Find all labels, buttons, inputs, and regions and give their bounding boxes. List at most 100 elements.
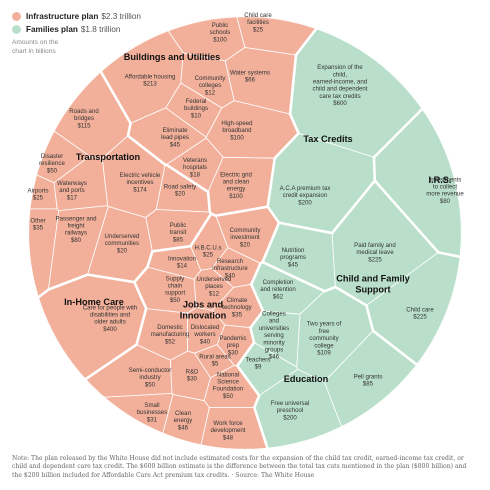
group-border-segment: [273, 132, 300, 160]
group-border-segment: [235, 364, 261, 397]
item-label-teachers: Teachers$9: [246, 357, 271, 371]
group-border-segment: [235, 341, 256, 368]
group-border-segment: [437, 251, 462, 265]
group-border-segment: [133, 265, 149, 284]
item-label-innovation: Innovation$14: [168, 256, 196, 270]
group-title-buildings-and-utilities: Buildings and Utilities: [124, 52, 220, 62]
group-border-segment: [250, 262, 262, 286]
group-title-transportation: Transportation: [76, 152, 141, 162]
group-border-segment: [133, 280, 148, 310]
group-border-segment: [249, 309, 265, 329]
group-title-education: Education: [284, 374, 329, 384]
group-border-segment: [189, 212, 213, 248]
footnote: Note: The plan released by the White Hou…: [12, 455, 467, 479]
group-title-tax-credits: Tax Credits: [303, 134, 352, 144]
item-label-h-b-c-u-s: H.B.C.U.s$25: [194, 245, 221, 259]
item-label-water-systems: Water systems$66: [230, 70, 270, 84]
group-border-segment: [373, 179, 440, 254]
legend-item-families: Families plan $1.8 trillion: [12, 23, 141, 36]
legend: Infrastructure plan $2.3 trillion Famili…: [12, 10, 141, 56]
item-label-r-d: R&D$30: [186, 369, 199, 383]
legend-item-infrastructure: Infrastructure plan $2.3 trillion: [12, 10, 141, 23]
group-border-segment: [28, 288, 50, 328]
item-label-other: Other$35: [30, 218, 45, 232]
group-border-segment: [253, 394, 261, 409]
group-border-segment: [266, 205, 281, 225]
item-label-rural-areas: Rural areas$5: [199, 354, 231, 368]
legend-swatch-families: [12, 25, 21, 34]
group-border-segment: [372, 156, 377, 182]
group-border-segment: [47, 273, 89, 291]
group-border-segment: [249, 326, 256, 344]
item-label-child-care: Child care$225: [406, 307, 434, 321]
legend-amount: $2.3 trillion: [101, 12, 141, 21]
legend-note: Amounts on the chart in billions: [12, 39, 59, 55]
group-border-segment: [330, 179, 377, 235]
item-label-road-safety: Road safety$20: [164, 184, 197, 198]
legend-amount: $1.8 trillion: [80, 25, 121, 34]
group-border-segment: [165, 163, 210, 194]
group-border-segment: [146, 249, 154, 269]
group-border-segment: [206, 190, 212, 214]
legend-swatch-infrastructure: [12, 12, 21, 21]
legend-label: Infrastructure plan: [26, 12, 99, 21]
group-border-segment: [277, 221, 334, 235]
group-border-segment: [261, 260, 326, 293]
group-border-segment: [323, 285, 337, 293]
item-label-pell-grants: Pell grants$85: [354, 374, 383, 388]
group-border-segment: [214, 205, 270, 217]
group-border-segment: [250, 283, 265, 313]
group-border-segment: [151, 244, 192, 253]
group-title-in-home-care: In-Home Care: [64, 297, 124, 307]
group-border-segment: [288, 53, 298, 116]
item-label-airports: Airports$25: [28, 188, 49, 202]
chart-outline: [27, 15, 463, 451]
group-border-segment: [261, 221, 281, 264]
group-border-segment: [28, 398, 56, 426]
group-border-segment: [266, 156, 277, 208]
group-border-segment: [334, 285, 368, 307]
group-border-segment: [126, 134, 167, 167]
legend-label: Families plan: [26, 25, 78, 34]
group-border-segment: [135, 307, 148, 346]
